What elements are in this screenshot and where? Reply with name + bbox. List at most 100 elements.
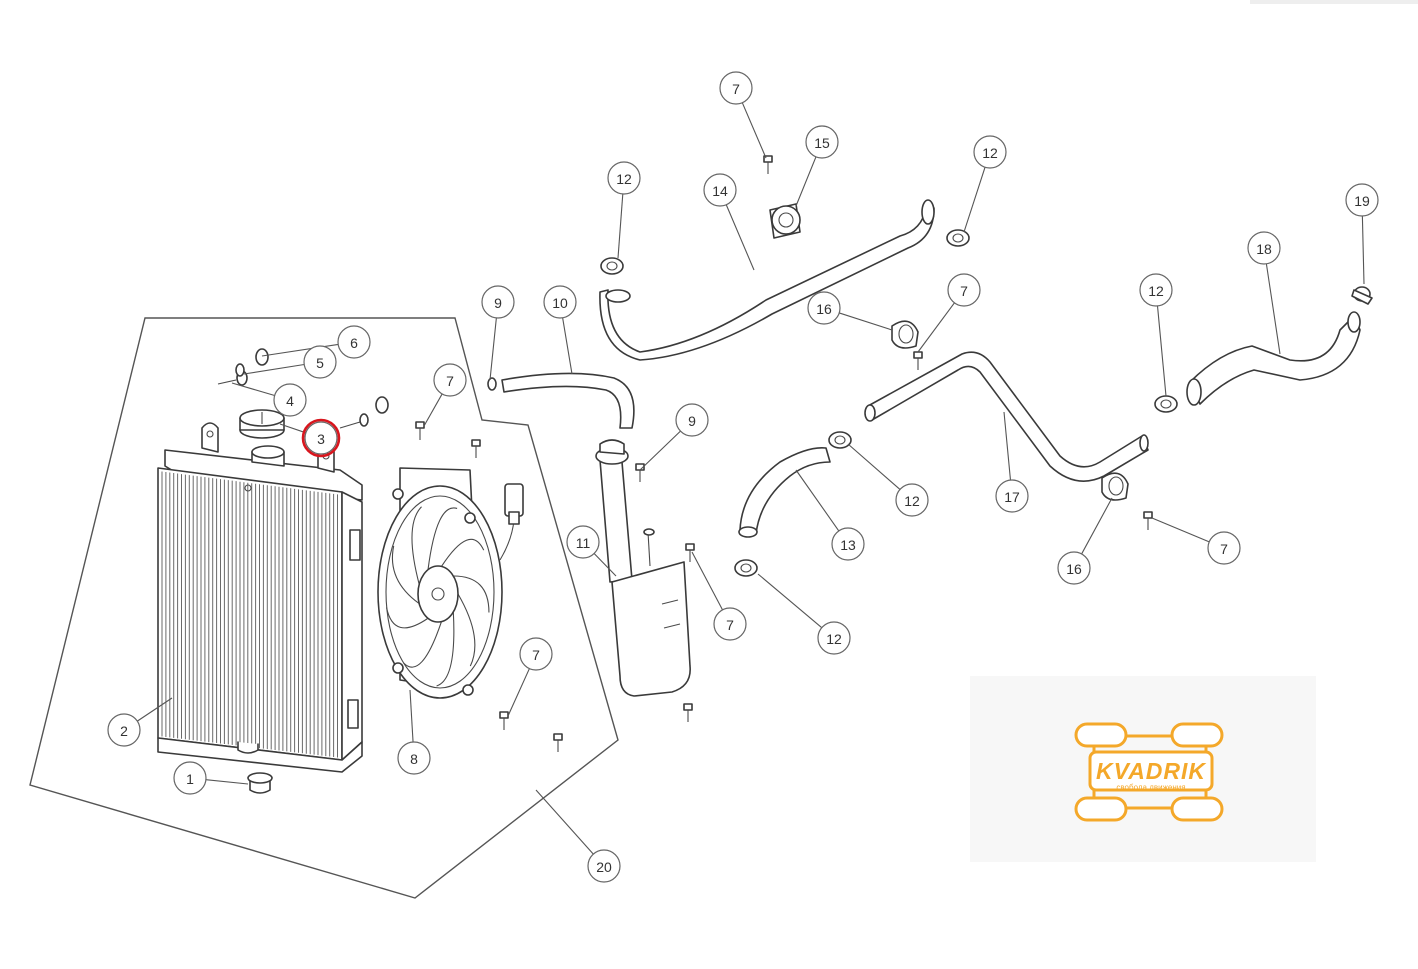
clamp-12 [946,229,970,247]
cooling-fan [377,467,524,699]
clamp-12 [600,257,624,275]
leader-line [231,382,275,397]
callout-number: 12 [826,631,842,647]
corner-mark [1250,0,1418,4]
leader-line [963,167,986,233]
callout-number: 1 [186,771,194,787]
callout-bubble: 7 [519,637,553,671]
hose-14 [599,207,935,361]
leader-line [535,789,594,855]
highlight-ring [301,418,341,458]
leader-line [279,423,307,434]
callout-number: 9 [688,413,696,429]
callout-bubble: 12 [607,161,641,195]
callout-number: 2 [120,723,128,739]
logo-wordmark: KVADRIK [1096,758,1206,784]
leader-line [137,697,173,722]
callout-bubble: 7 [719,71,753,105]
callout-number: 7 [1220,541,1228,557]
bolt [913,351,923,370]
callout-bubble: 19 [1345,183,1379,217]
leader-line [1151,517,1210,543]
hose-13 [739,446,831,535]
leader-line [423,393,443,427]
callout-bubble: 9 [481,285,515,319]
callout-number: 18 [1256,241,1272,257]
callout-number: 7 [732,81,740,97]
callout-bubble: 9 [675,403,709,437]
leader-line [741,102,767,159]
callout-bubble: 12 [973,135,1007,169]
upper-left-hardware [217,348,269,386]
callout-number: 5 [316,355,324,371]
callout-number: 3 [317,431,325,447]
overflow-tank [595,439,691,697]
callout-bubble: 4 [273,383,307,417]
bolt [763,155,773,174]
leader-line [409,689,414,743]
radiator-cap [239,409,285,439]
callout-bubble: 3 [304,421,338,455]
callout-bubble: 18 [1247,231,1281,265]
callout-number: 20 [596,859,612,875]
radiator [157,422,363,773]
callout-number: 17 [1004,489,1020,505]
callout-bubble: 1 [173,761,207,795]
clamps-12 [600,229,1178,577]
callout-number: 7 [726,617,734,633]
callout-bubble: 8 [397,741,431,775]
leader-line [562,317,573,375]
callout-number: 16 [1066,561,1082,577]
callout-number: 14 [712,183,728,199]
bolt [685,543,695,562]
leader-line [725,204,755,271]
callout-bubble: 10 [543,285,577,319]
callout-bubble: 11 [566,525,600,559]
clamp-16-lower [1101,472,1129,501]
bolt [683,703,693,722]
leader-line [489,317,497,381]
drain-plug [247,772,273,794]
clamp-12 [1154,395,1178,413]
clamp-19 [1351,286,1373,305]
callout-bubble: 7 [713,607,747,641]
upper-right-hardware [339,396,389,429]
callout-number: 11 [576,535,591,551]
bolt [415,421,425,440]
leader-line [839,312,893,331]
callout-number: 6 [350,335,358,351]
callout-bubble: 7 [433,363,467,397]
callout-bubble: 16 [1057,551,1091,585]
bolt [471,439,481,458]
callouts: 1234567777778991011121212121213141516161… [107,71,1379,883]
hose-18 [1189,315,1361,405]
callout-number: 7 [960,283,968,299]
logo-tagline: свобода движения [1116,783,1185,792]
callout-bubble: 2 [107,713,141,747]
leader-line [617,193,624,259]
leader-line [1265,263,1281,355]
leader-line [691,551,724,611]
bolt [553,733,563,752]
bolt [499,711,509,730]
callout-number: 12 [616,171,632,187]
clamp-15 [769,203,801,239]
callout-bubble: 7 [947,273,981,307]
clamp-12 [734,559,758,577]
callout-number: 15 [814,135,830,151]
leader-line [1003,411,1012,481]
callout-number: 12 [1148,283,1164,299]
leader-line [795,156,817,207]
callout-bubble: 15 [805,125,839,159]
callout-number: 16 [816,301,832,317]
callout-number: 10 [552,295,568,311]
callout-bubble: 16 [807,291,841,325]
pipe-17 [867,351,1149,482]
callout-bubble: 7 [1207,531,1241,565]
callout-bubble: 14 [703,173,737,207]
callout-bubble: 12 [895,483,929,517]
callout-number: 13 [840,537,856,553]
callout-number: 9 [494,295,502,311]
callout-bubble: 6 [337,325,371,359]
